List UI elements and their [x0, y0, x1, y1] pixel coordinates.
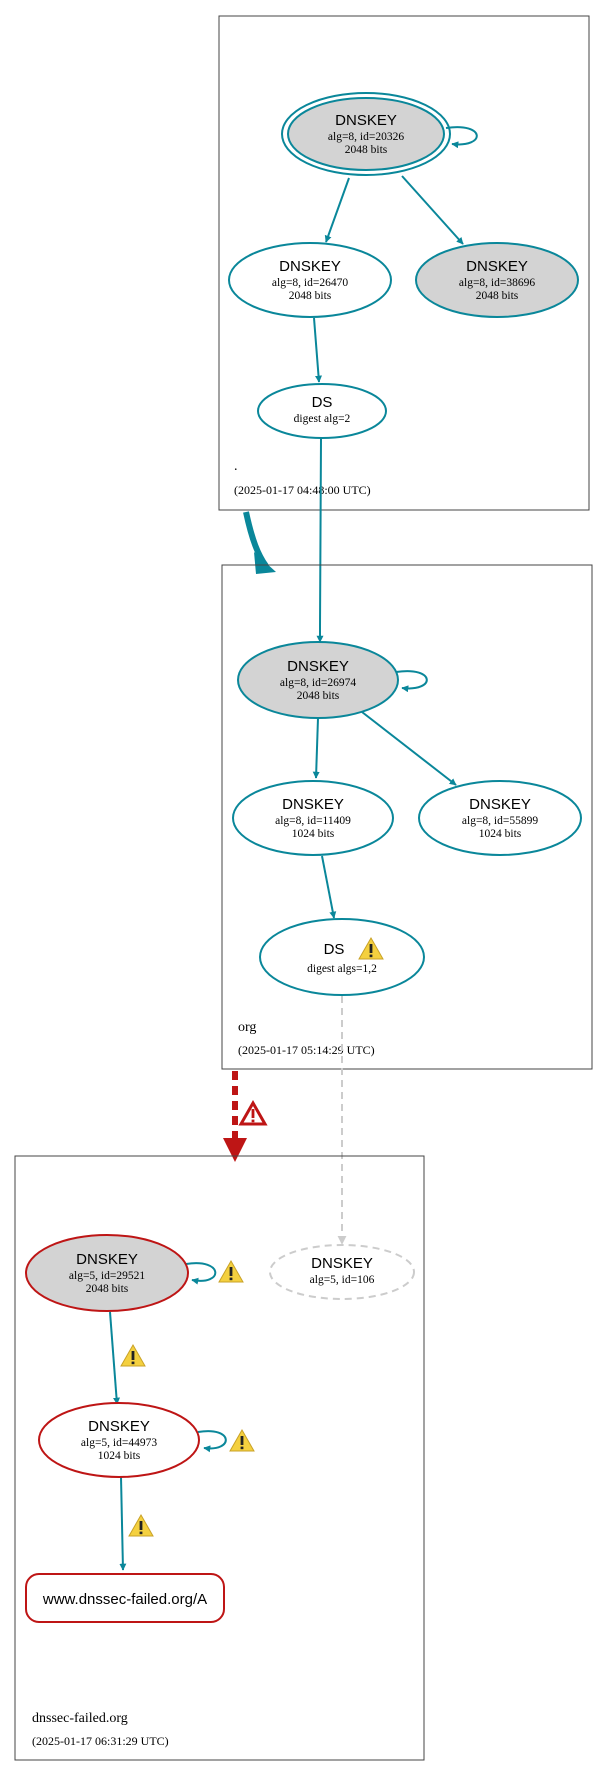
node-bits: 2048 bits: [86, 1283, 129, 1295]
zone-dnssec-failed-date: (2025-01-17 06:31:29 UTC): [32, 1734, 169, 1748]
node-title: DNSKEY: [311, 1255, 373, 1272]
zone-dnssec-failed-name: dnssec-failed.org: [32, 1711, 128, 1726]
warning-icon: [218, 1260, 244, 1283]
edge-root-ksk-zsk2: [401, 175, 464, 245]
node-root-zsk2: DNSKEY alg=8, id=38696 2048 bits: [415, 242, 579, 318]
node-bits: 1024 bits: [292, 828, 335, 840]
delegation-arrowhead: [254, 552, 276, 574]
delegation-arrowhead-bogus: [223, 1138, 247, 1162]
warning-icon: [128, 1514, 154, 1537]
zone-root-name: .: [234, 459, 238, 474]
zone-dnssec-failed-box: [14, 1155, 425, 1761]
node-digest: digest algs=1,2: [307, 963, 377, 975]
node-title: DS: [324, 941, 345, 958]
node-title: DNSKEY: [282, 796, 344, 813]
edge-df-zsk-rr: [119, 1476, 127, 1571]
node-root-zsk1: DNSKEY alg=8, id=26470 2048 bits: [228, 242, 392, 318]
node-alg-id: alg=5, id=29521: [69, 1270, 145, 1282]
edge-df-zsk-self: [197, 1430, 227, 1453]
node-digest: digest alg=2: [294, 413, 351, 425]
node-alg-id: alg=8, id=11409: [275, 815, 351, 827]
node-df-ksk: DNSKEY alg=5, id=29521 2048 bits: [25, 1234, 189, 1312]
edge-root-ds-org-ksk: [316, 437, 324, 643]
node-alg-id: alg=5, id=44973: [81, 1437, 157, 1449]
node-df-rr: www.dnssec-failed.org/A: [25, 1573, 225, 1623]
node-title: DNSKEY: [88, 1418, 150, 1435]
error-icon: [239, 1101, 267, 1126]
node-org-zsk2: DNSKEY alg=8, id=55899 1024 bits: [418, 780, 582, 856]
zone-root-date: (2025-01-17 04:48:00 UTC): [234, 483, 371, 497]
node-bits: 2048 bits: [345, 144, 388, 156]
node-title: DNSKEY: [287, 658, 349, 675]
warning-icon: [229, 1429, 255, 1452]
node-alg-id: alg=8, id=38696: [459, 277, 535, 289]
edge-root-zsk1-ds: [313, 317, 322, 383]
node-title: DNSKEY: [76, 1251, 138, 1268]
edge-org-zsk1-ds: [321, 855, 337, 919]
node-bits: 2048 bits: [297, 690, 340, 702]
edge-org-ksk-zsk1: [312, 717, 320, 779]
node-title: DNSKEY: [335, 112, 397, 129]
node-alg-id: alg=8, id=55899: [462, 815, 538, 827]
node-root-ds: DS digest alg=2: [257, 383, 387, 439]
node-alg-id: alg=8, id=20326: [328, 131, 404, 143]
node-alg-id: alg=8, id=26974: [280, 677, 356, 689]
node-title: DNSKEY: [279, 258, 341, 275]
node-title: DS: [312, 394, 333, 411]
zone-root-box: [218, 15, 590, 511]
node-df-missing-key: DNSKEY alg=5, id=106: [269, 1244, 415, 1300]
node-bits: 2048 bits: [476, 290, 519, 302]
node-bits: 1024 bits: [479, 828, 522, 840]
node-bits: 2048 bits: [289, 290, 332, 302]
zone-org-box: [221, 564, 593, 1070]
zone-org-date: (2025-01-17 05:14:29 UTC): [238, 1043, 375, 1057]
edge-df-ksk-zsk: [109, 1311, 121, 1405]
node-df-zsk: DNSKEY alg=5, id=44973 1024 bits: [38, 1402, 200, 1478]
node-alg-id: alg=8, id=26470: [272, 277, 348, 289]
node-title: www.dnssec-failed.org/A: [42, 1591, 207, 1608]
edge-root-ksk-zsk1: [324, 177, 350, 243]
zone-org-name: org: [238, 1020, 256, 1035]
edge-root-ksk-self: [445, 126, 478, 149]
edge-df-ksk-self: [185, 1262, 217, 1285]
node-org-ksk: DNSKEY alg=8, id=26974 2048 bits: [237, 641, 399, 719]
node-org-ds: DS digest algs=1,2: [259, 918, 425, 996]
node-title: DNSKEY: [466, 258, 528, 275]
edge-org-ksk-self: [395, 670, 428, 693]
node-title: DNSKEY: [469, 796, 531, 813]
warning-icon: [120, 1344, 146, 1367]
node-bits: 1024 bits: [98, 1450, 141, 1462]
node-alg-id: alg=5, id=106: [310, 1274, 375, 1286]
edge-org-ksk-zsk2: [361, 711, 457, 786]
node-org-zsk1: DNSKEY alg=8, id=11409 1024 bits: [232, 780, 394, 856]
node-root-ksk: DNSKEY alg=8, id=20326 2048 bits: [281, 92, 451, 176]
